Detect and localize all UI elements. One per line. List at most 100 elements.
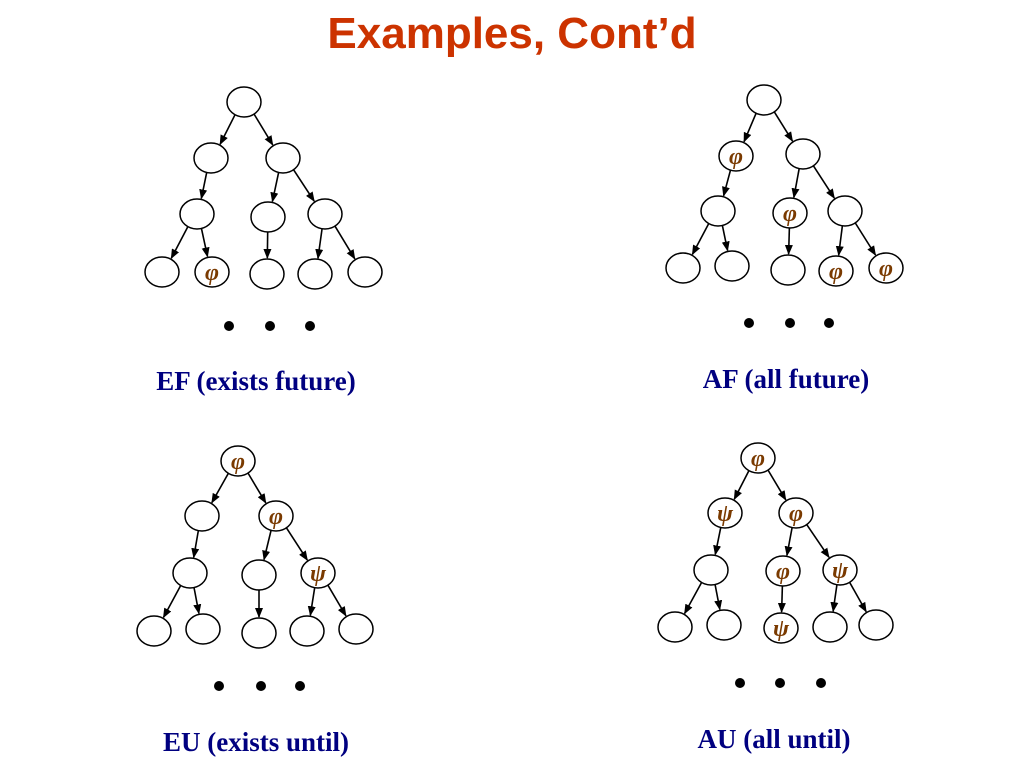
- tree-eu: φ φ ψ: [136, 445, 374, 691]
- node-label: φ: [776, 559, 790, 585]
- edge-arrow: [721, 224, 730, 252]
- edge-arrow: [812, 164, 835, 199]
- edge-arrow: [791, 167, 801, 199]
- caption-af: AF (all future): [702, 364, 870, 394]
- state-node: [778, 497, 814, 529]
- node-label: φ: [783, 201, 797, 227]
- state-node: [770, 254, 806, 286]
- state-node: [818, 255, 854, 287]
- edge-arrow: [199, 171, 208, 200]
- continuation-dot: [824, 318, 834, 328]
- state-node: [289, 615, 325, 647]
- continuation-dot: [214, 681, 224, 691]
- state-node: [706, 609, 742, 641]
- state-node: [338, 613, 374, 645]
- caption-ef: EF (exists future): [156, 366, 356, 396]
- continuation-dot: [744, 318, 754, 328]
- caption-au: AU (all until): [697, 724, 851, 754]
- node-label: φ: [269, 504, 283, 530]
- continuation-dot: [224, 321, 234, 331]
- state-node: [812, 611, 848, 643]
- state-node: [185, 613, 221, 645]
- state-node: [714, 250, 750, 282]
- node-label: φ: [751, 446, 765, 472]
- edge-arrow: [253, 113, 274, 146]
- node-label: φ: [231, 449, 245, 475]
- state-node: [144, 256, 180, 288]
- state-node: [226, 86, 262, 118]
- continuation-dot: [265, 321, 275, 331]
- state-node: [172, 557, 208, 589]
- edge-arrow: [733, 469, 750, 501]
- edge-arrow: [219, 113, 237, 146]
- continuation-dot: [295, 681, 305, 691]
- state-node: [220, 445, 256, 477]
- continuation-dot: [305, 321, 315, 331]
- state-node: [765, 555, 801, 587]
- edge-arrow: [691, 222, 710, 256]
- edge-arrow: [285, 526, 308, 561]
- node-label: φ: [879, 256, 893, 282]
- node-label: ψ: [773, 616, 790, 642]
- continuation-dot: [256, 681, 266, 691]
- state-node: [822, 554, 858, 586]
- edge-arrow: [773, 110, 794, 142]
- state-node: [194, 256, 230, 288]
- state-node: [265, 142, 301, 174]
- edge-arrow: [211, 472, 230, 504]
- state-node: [858, 609, 894, 641]
- node-label: φ: [729, 144, 743, 170]
- continuation-dot: [785, 318, 795, 328]
- edge-arrow: [784, 226, 793, 256]
- node-label: φ: [789, 501, 803, 527]
- state-node: [179, 198, 215, 230]
- edge-arrow: [315, 227, 324, 260]
- state-node: [772, 197, 808, 229]
- state-node: [665, 252, 701, 284]
- edge-arrow: [848, 581, 867, 613]
- state-node: [249, 258, 285, 290]
- edge-arrow: [766, 469, 787, 501]
- edge-arrow: [326, 584, 347, 617]
- state-node: [693, 554, 729, 586]
- edge-arrow: [270, 171, 280, 203]
- state-node: [868, 252, 904, 284]
- state-node: [700, 195, 736, 227]
- edge-arrow: [170, 225, 189, 260]
- edge-arrow: [333, 225, 356, 260]
- edge-arrow: [191, 529, 200, 559]
- edge-arrow: [292, 168, 315, 203]
- edge-arrow: [162, 584, 182, 619]
- state-node: [347, 256, 383, 288]
- edge-arrow: [200, 227, 210, 258]
- state-node: [250, 201, 286, 233]
- state-node: [193, 142, 229, 174]
- edge-arrow: [835, 224, 844, 257]
- slide-title: Examples, Cont’d: [327, 9, 697, 58]
- tree-ef: φ: [144, 86, 383, 331]
- state-node: [184, 500, 220, 532]
- state-node: [657, 611, 693, 643]
- edge-arrow: [743, 112, 758, 143]
- node-label: φ: [205, 260, 219, 286]
- edge-arrow: [805, 523, 830, 559]
- edge-arrow: [854, 221, 877, 256]
- continuation-dot: [816, 678, 826, 688]
- state-node: [746, 84, 782, 116]
- state-node: [707, 497, 743, 529]
- state-node: [136, 615, 172, 647]
- state-node: [300, 557, 336, 589]
- edge-arrow: [246, 472, 267, 504]
- edge-arrow: [262, 529, 273, 561]
- edge-arrow: [777, 584, 786, 614]
- state-node: [827, 195, 863, 227]
- edge-arrow: [193, 586, 202, 615]
- edge-arrow: [683, 581, 703, 615]
- node-label: ψ: [310, 561, 327, 587]
- continuation-dot: [735, 678, 745, 688]
- continuation-dot: [775, 678, 785, 688]
